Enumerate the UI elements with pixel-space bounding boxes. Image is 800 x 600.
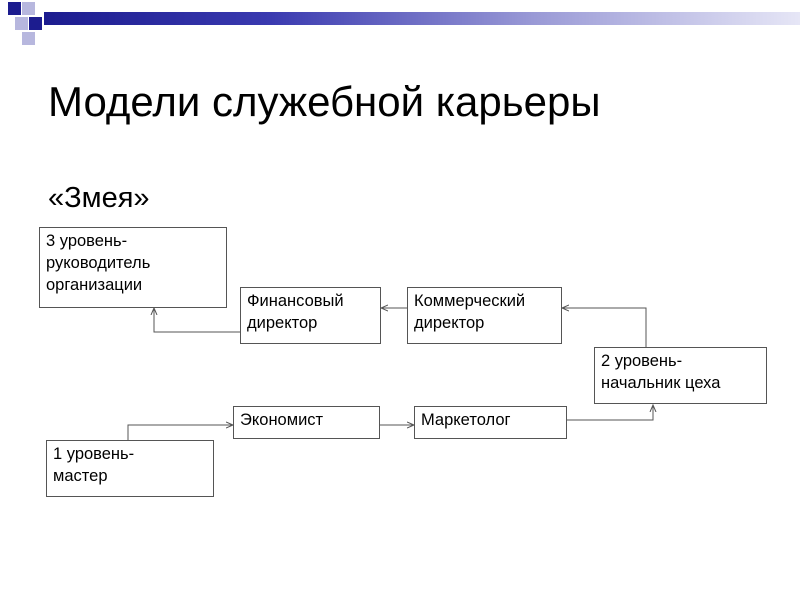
- slide-subtitle: «Змея»: [48, 182, 150, 214]
- header-square-5: [22, 32, 35, 45]
- node-marketer: Маркетолог: [414, 406, 567, 439]
- node-level2-shop-head: 2 уровень- начальник цеха: [594, 347, 767, 404]
- header-square-4: [29, 17, 42, 30]
- arrow-fin-director-to-level3: [154, 308, 240, 333]
- header-gradient-bar: [44, 12, 800, 25]
- node-level3-org-head: 3 уровень- руководитель организации: [39, 227, 227, 308]
- node-financial-director: Финансовый директор: [240, 287, 381, 344]
- arrow-level1-to-economist: [127, 425, 233, 440]
- node-level1-master: 1 уровень- мастер: [46, 440, 214, 497]
- header-square-2: [22, 2, 35, 15]
- slide-title: Модели служебной карьеры: [48, 78, 601, 125]
- header-square-3: [15, 17, 28, 30]
- arrow-level2-to-com-director: [562, 308, 647, 347]
- node-economist: Экономист: [233, 406, 380, 439]
- node-commercial-director: Коммерческий директор: [407, 287, 562, 344]
- header-square-1: [8, 2, 21, 15]
- header-band: [0, 0, 800, 48]
- arrow-marketer-to-level2: [567, 405, 653, 421]
